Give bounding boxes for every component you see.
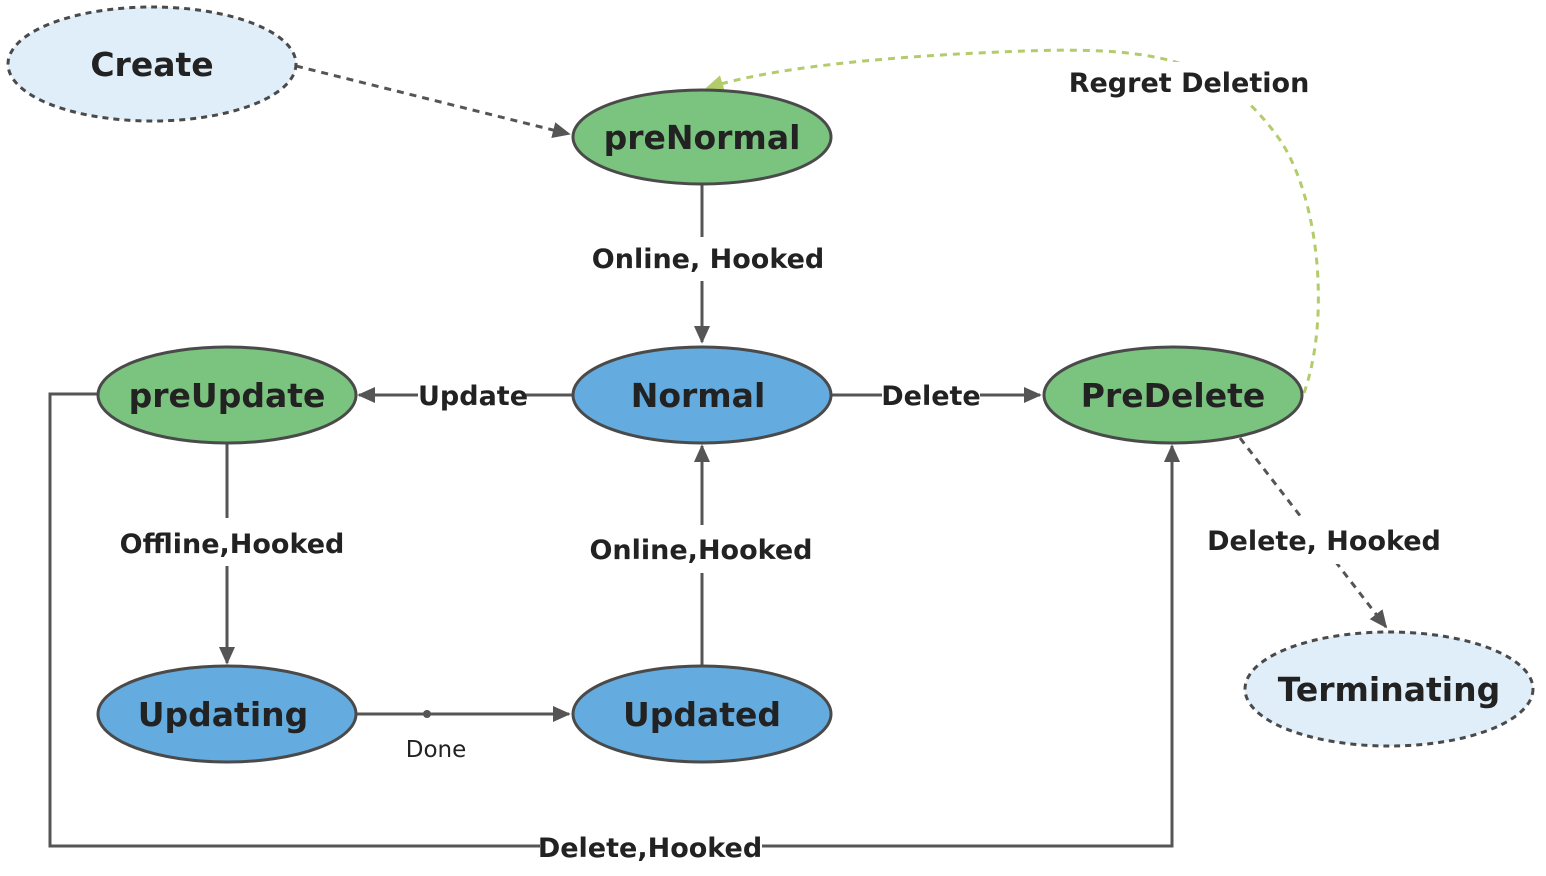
label-bg-online-hooked-mid xyxy=(590,525,814,573)
label-bg-delete-hooked-bottom xyxy=(540,830,762,868)
edge-label-regret-deletion: Regret Deletion xyxy=(1069,68,1310,99)
node-predelete: PreDelete xyxy=(1042,345,1304,445)
node-normal-label: Normal xyxy=(631,376,766,415)
edge-label-delete-hooked-right: Delete, Hooked xyxy=(1207,526,1441,557)
node-prenormal-label: preNormal xyxy=(604,118,801,157)
edge-label-offline-hooked: Offline,Hooked xyxy=(120,529,345,560)
node-updating: Updating xyxy=(96,664,358,764)
edge-label-online-hooked-mid: Online,Hooked xyxy=(589,535,812,566)
node-create: Create xyxy=(6,5,298,123)
node-terminating: Terminating xyxy=(1243,630,1535,748)
done-junction-dot xyxy=(423,710,431,718)
node-updated: Updated xyxy=(571,664,833,764)
node-prenormal: preNormal xyxy=(571,88,833,186)
node-preupdate: preUpdate xyxy=(96,345,358,445)
label-bg-update xyxy=(418,378,526,414)
label-bg-delete xyxy=(882,378,980,414)
node-preupdate-label: preUpdate xyxy=(129,376,326,415)
edge-label-update: Update xyxy=(418,381,528,412)
node-create-label: Create xyxy=(90,45,213,84)
edge-label-delete-hooked-bottom: Delete,Hooked xyxy=(538,833,762,864)
node-updating-label: Updating xyxy=(138,695,309,734)
node-predelete-label: PreDelete xyxy=(1081,376,1265,415)
edge-create-to-prenormal xyxy=(295,64,571,138)
edge-regret-deletion xyxy=(705,48,1320,394)
edge-preupdate-to-predelete xyxy=(48,392,1181,848)
label-bg-regret-deletion xyxy=(1072,62,1308,104)
edge-label-online-hooked-top: Online, Hooked xyxy=(592,244,824,275)
label-bg-online-hooked-top xyxy=(592,237,820,281)
label-bg-delete-hooked-right xyxy=(1208,516,1442,564)
node-terminating-label: Terminating xyxy=(1278,670,1500,709)
node-normal: Normal xyxy=(571,345,833,445)
label-bg-offline-hooked xyxy=(118,518,346,566)
node-updated-label: Updated xyxy=(623,695,781,734)
edge-label-delete: Delete xyxy=(881,381,981,412)
edge-label-done: Done xyxy=(406,737,467,763)
